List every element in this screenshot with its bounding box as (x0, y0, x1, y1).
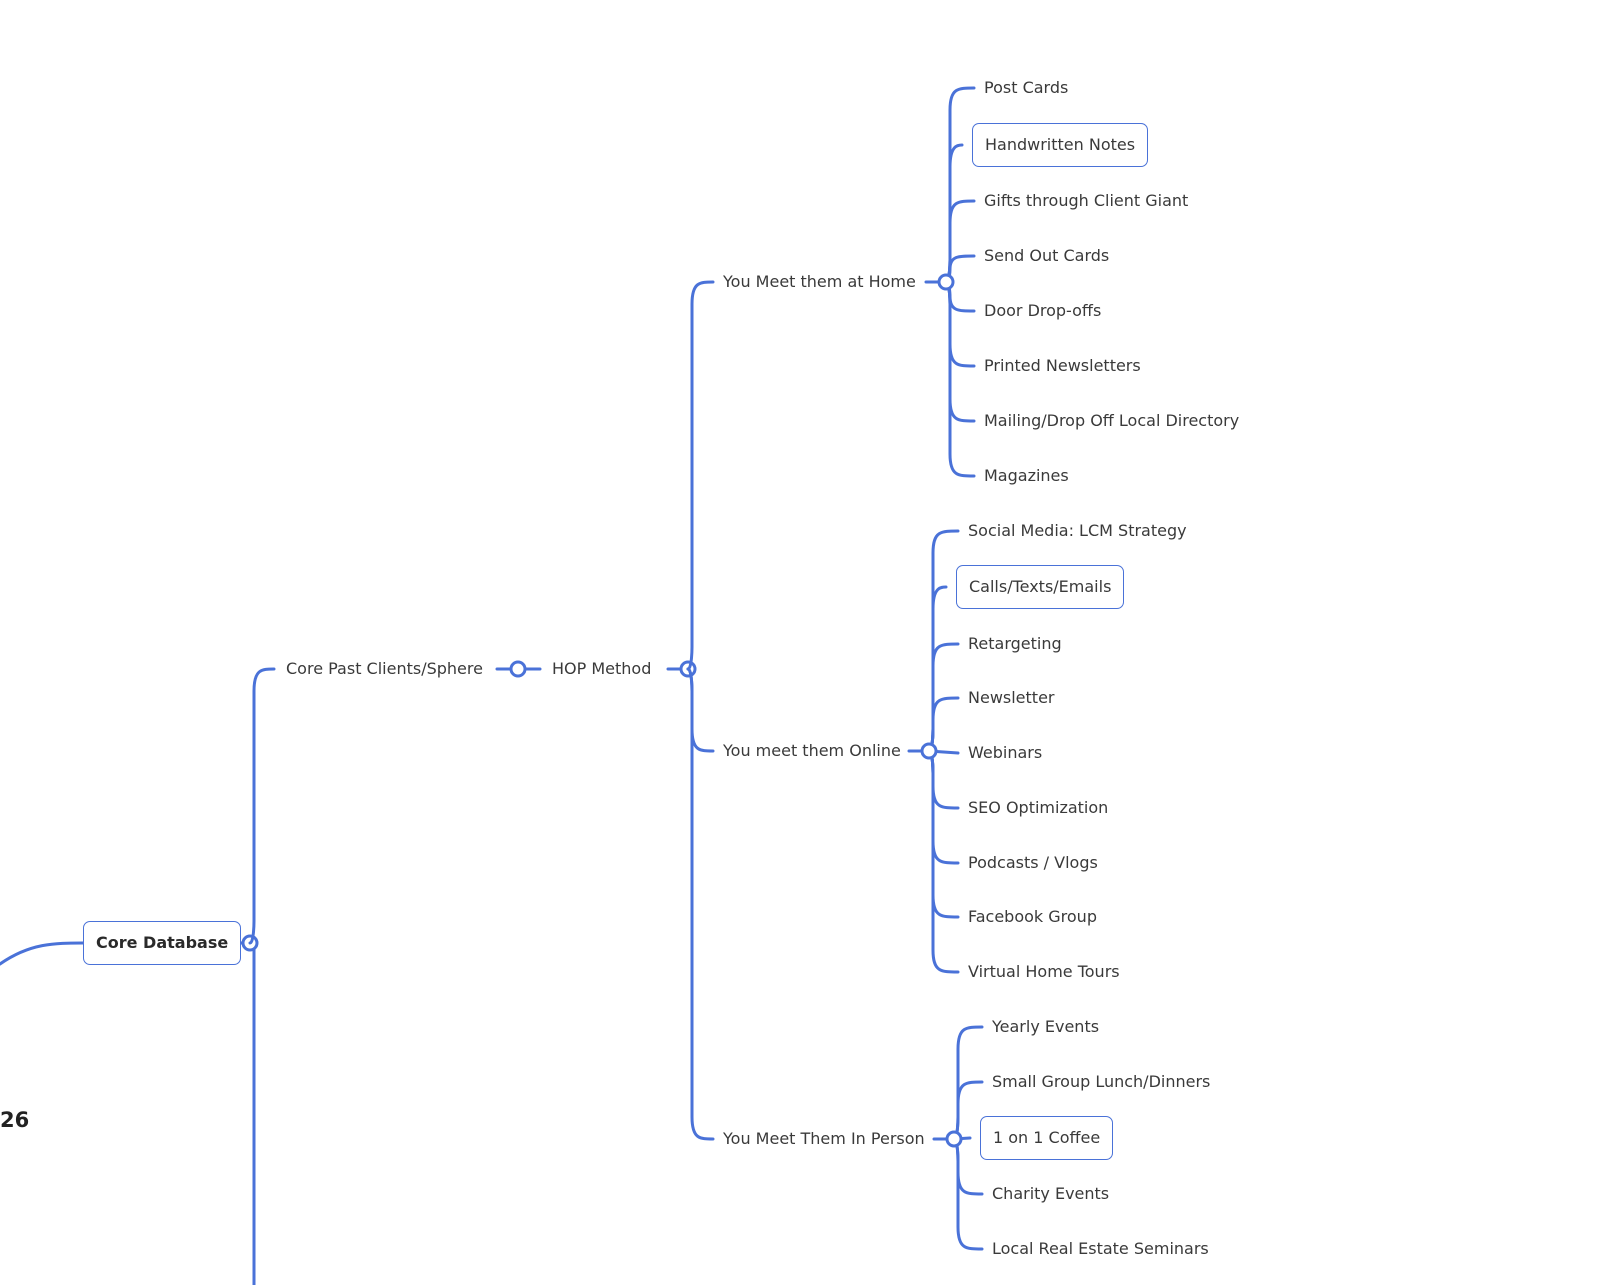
node-core-past-clients[interactable]: Core Past Clients/Sphere (286, 659, 483, 678)
group-1-leaf[interactable]: Door Drop-offs (984, 301, 1102, 320)
group-3-leaf[interactable]: Local Real Estate Seminars (992, 1239, 1209, 1258)
cropped-edge-number: 26 (0, 1108, 30, 1132)
group-2-collapse-knob[interactable] (920, 742, 938, 760)
group-2-leaf[interactable]: Facebook Group (968, 907, 1097, 926)
group-1-leaf[interactable]: Handwritten Notes (972, 123, 1149, 167)
group-2-leaf[interactable]: SEO Optimization (968, 798, 1109, 817)
group-1-collapse-knob[interactable] (937, 273, 955, 291)
group-1-leaf[interactable]: Send Out Cards (984, 246, 1110, 265)
group-1-label[interactable]: You Meet them at Home (723, 272, 916, 291)
group-1-leaf[interactable]: Printed Newsletters (984, 356, 1141, 375)
core-past-collapse-knob[interactable] (509, 660, 527, 678)
group-2-leaf[interactable]: Newsletter (968, 688, 1055, 707)
root-to-core-past (248, 667, 276, 945)
group-1-leaf[interactable]: Mailing/Drop Off Local Directory (984, 411, 1240, 430)
group-2-leaf[interactable]: Calls/Texts/Emails (956, 565, 1125, 609)
group-2-leaf[interactable]: Social Media: LCM Strategy (968, 521, 1187, 540)
group-1-leaf-connector (944, 143, 964, 284)
group-1-connector (686, 280, 715, 671)
group-2-leaf[interactable]: Podcasts / Vlogs (968, 853, 1098, 872)
group-2-leaf[interactable]: Virtual Home Tours (968, 962, 1120, 981)
group-2-leaf[interactable]: Webinars (968, 743, 1043, 762)
group-3-leaf[interactable]: Small Group Lunch/Dinners (992, 1072, 1211, 1091)
group-3-leaf[interactable]: 1 on 1 Coffee (980, 1116, 1114, 1160)
incoming-connector (0, 941, 85, 966)
group-1-leaf[interactable]: Magazines (984, 466, 1069, 485)
group-3-leaf[interactable]: Charity Events (992, 1184, 1110, 1203)
node-core-database[interactable]: Core Database (83, 921, 242, 965)
group-1-leaf[interactable]: Post Cards (984, 78, 1069, 97)
group-3-collapse-knob[interactable] (945, 1130, 963, 1148)
node-hop-method[interactable]: HOP Method (552, 659, 652, 678)
group-3-connector (686, 667, 715, 1141)
group-3-label[interactable]: You Meet Them In Person (723, 1129, 925, 1148)
group-3-leaf[interactable]: Yearly Events (992, 1017, 1100, 1036)
group-1-leaf[interactable]: Gifts through Client Giant (984, 191, 1189, 210)
group-2-leaf[interactable]: Retargeting (968, 634, 1062, 653)
group-2-label[interactable]: You meet them Online (723, 741, 901, 760)
